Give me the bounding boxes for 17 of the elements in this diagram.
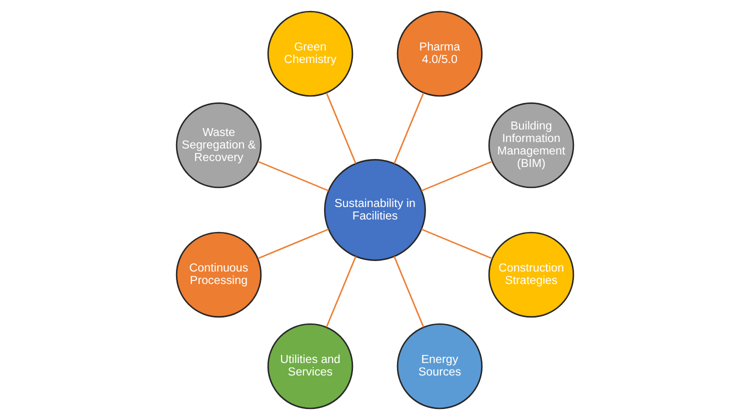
node-circle: Pharma 4.0/5.0 — [396, 10, 483, 97]
node-circle: Sustainability in Facilities — [324, 159, 426, 261]
connector — [326, 256, 356, 328]
connector — [326, 92, 356, 164]
connector — [421, 228, 492, 260]
connector — [394, 92, 424, 164]
connector — [258, 228, 329, 260]
node-circle: Construction Strategies — [488, 232, 574, 318]
connector — [421, 160, 492, 192]
node-circle: Energy Sources — [396, 323, 483, 410]
connector — [258, 160, 329, 192]
connector — [394, 256, 424, 328]
node-circle: Green Chemistry — [267, 10, 354, 97]
node-circle: Waste Segregation & Recovery — [176, 102, 262, 188]
node-circle: Continuous Processing — [176, 232, 262, 318]
node-circle: Utilities and Services — [267, 323, 354, 410]
node-circle: Building Information Management (BIM) — [488, 102, 574, 188]
